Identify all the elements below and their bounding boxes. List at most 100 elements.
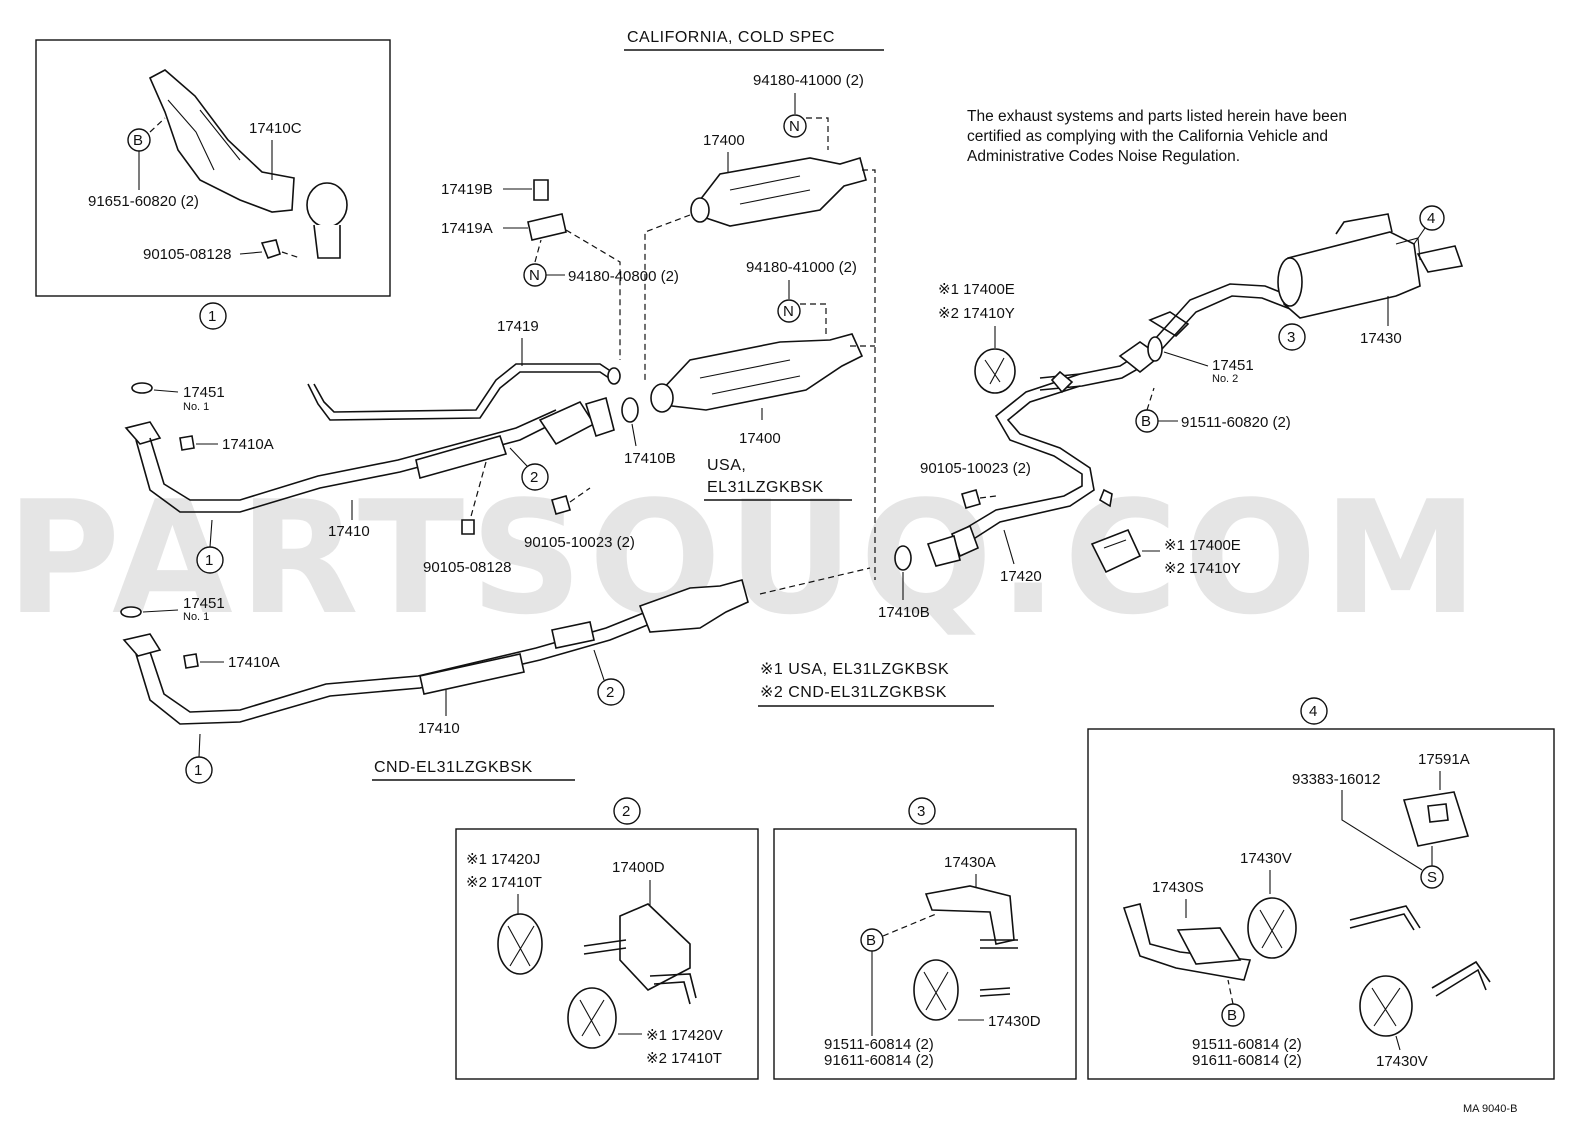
clamp-ring-shape — [306, 182, 348, 259]
label-94180-40800: 94180-40800 (2) — [568, 268, 679, 285]
callout-2-upper-circle — [521, 463, 549, 491]
callout-1-upper: 1 — [205, 552, 213, 569]
label-17430a: 17430A — [944, 854, 996, 871]
legend-line-2: ※2 CND-EL31LZGKBSK — [760, 684, 947, 701]
label-90105-10023-a: 90105-10023 (2) — [524, 534, 635, 551]
bolt-90105-08128-shape — [461, 519, 475, 535]
symbol-b-box3: B — [866, 932, 876, 949]
label-17591a: 17591A — [1418, 751, 1470, 768]
label-90105-08128-b: 90105-08128 — [423, 559, 511, 576]
label-91511-60814-b: 91511-60814 (2) — [1192, 1036, 1302, 1053]
clamp-17419a-shape — [527, 213, 567, 241]
label-17400d: 17400D — [612, 859, 665, 876]
callout-4-box: 4 — [1309, 703, 1317, 720]
callout-3-box-circle — [908, 797, 936, 825]
u-bolt-17419b-shape — [533, 179, 549, 201]
header-usa-code: EL31LZGKBSK — [707, 479, 824, 496]
muffler-17430-shape — [1148, 213, 1464, 338]
label-17419b: 17419B — [441, 181, 493, 198]
hanger-cushion-17430v-upper-shape — [1247, 897, 1297, 959]
hanger-cushion-17420v-shape — [567, 987, 617, 1049]
label-17430d: 17430D — [988, 1013, 1041, 1030]
symbol-n-b: N — [789, 118, 800, 135]
callout-1-lower: 1 — [194, 762, 202, 779]
nut-17410a-lower-shape — [183, 653, 199, 669]
rod-shape — [1349, 905, 1421, 931]
label-17420v: ※1 17420V — [646, 1027, 723, 1044]
hanger-cushion-17430v-lower-shape — [1359, 975, 1413, 1037]
label-91511-60820: 91511-60820 (2) — [1181, 414, 1291, 431]
note-line-2: certified as complying with the Californ… — [967, 128, 1328, 145]
symbol-n-circle-b — [783, 114, 807, 138]
callout-2-box: 2 — [622, 803, 630, 820]
bolt-90105-10023-upper-shape — [551, 495, 571, 515]
label-93383-16012: 93383-16012 — [1292, 771, 1380, 788]
gasket-17410b-lower-shape — [894, 545, 912, 571]
footer-code: MA 9040-B — [1463, 1103, 1517, 1115]
bracket-17430a-shape — [924, 885, 1018, 949]
header-usa: USA, — [707, 457, 746, 474]
label-17410b-a: 17410B — [624, 450, 676, 467]
label-17410a-a: 17410A — [222, 436, 274, 453]
label-17410y-a: ※2 17410Y — [938, 305, 1015, 322]
symbol-s: S — [1427, 869, 1437, 886]
label-17410t-b: ※2 17410T — [646, 1050, 722, 1067]
symbol-b-right: B — [1141, 413, 1151, 430]
symbol-n-c: N — [783, 303, 794, 320]
label-17419: 17419 — [497, 318, 539, 335]
label-17451-b: 17451 — [183, 595, 225, 612]
center-pipe-17420-shape — [926, 283, 1301, 567]
gasket-17451-no2-shape — [1147, 336, 1163, 362]
label-91611-60814-b: 91611-60814 (2) — [1192, 1052, 1302, 1069]
stopper-17591a-shape — [1402, 791, 1470, 847]
callout-4-upper: 4 — [1427, 210, 1435, 227]
callout-1-box: 1 — [208, 308, 216, 325]
nut-17410a-upper-shape — [179, 435, 195, 451]
mount-17400e-upper-shape — [974, 348, 1016, 394]
legend-line-1: ※1 USA, EL31LZGKBSK — [760, 661, 949, 678]
note-line-3: Administrative Codes Noise Regulation. — [967, 148, 1240, 165]
detail-box-2 — [455, 828, 759, 1080]
callout-4-upper-circle — [1419, 205, 1445, 231]
symbol-n-a: N — [529, 267, 540, 284]
header-california: CALIFORNIA, COLD SPEC — [627, 29, 835, 46]
bolt-90105-10023-right-shape — [961, 489, 981, 509]
bracket-17410c-shape — [148, 69, 295, 213]
label-91611-60814-a: 91611-60814 (2) — [824, 1052, 934, 1069]
bolt-shape-box1 — [260, 239, 301, 259]
catalytic-converter-lower-shape — [650, 333, 864, 413]
label-17419a: 17419A — [441, 220, 493, 237]
symbol-n-circle-c — [777, 299, 801, 323]
note-line-1: The exhaust systems and parts listed her… — [967, 108, 1347, 125]
label-no1-a: No. 1 — [183, 401, 209, 413]
detail-box-3 — [773, 828, 1077, 1080]
bracket-17400d-shape — [583, 903, 697, 1005]
callout-4-box-circle — [1300, 697, 1328, 725]
callout-3-box: 3 — [917, 803, 925, 820]
label-91511-60814-a: 91511-60814 (2) — [824, 1036, 934, 1053]
gasket-17410b-upper-shape — [621, 397, 639, 423]
label-91651-60820: 91651-60820 (2) — [88, 193, 199, 210]
label-17410-a: 17410 — [328, 523, 370, 540]
hanger-cushion-17430d-shape — [913, 959, 1011, 1021]
label-17451-a: 17451 — [183, 384, 225, 401]
label-94180-41000-a: 94180-41000 (2) — [753, 72, 864, 89]
label-17410-b: 17410 — [418, 720, 460, 737]
label-17410y-b: ※2 17410Y — [1164, 560, 1241, 577]
front-pipe-upper-shape — [124, 382, 615, 513]
bracket-17430s-shape — [1122, 903, 1252, 981]
callout-3-upper: 3 — [1287, 329, 1295, 346]
label-no2: No. 2 — [1212, 373, 1238, 385]
label-no1-b: No. 1 — [183, 611, 209, 623]
detail-box-4 — [1087, 728, 1555, 1080]
label-17400e-a: ※1 17400E — [938, 281, 1015, 298]
catalytic-converter-upper-shape — [690, 156, 867, 227]
tail-pipe-17419-shape — [307, 363, 621, 421]
callout-2-box-circle — [613, 797, 641, 825]
label-17451-c: 17451 — [1212, 357, 1254, 374]
callout-2-lower: 2 — [606, 684, 614, 701]
mount-17400e-lower-shape — [1090, 528, 1142, 574]
hook-rod-shape — [1431, 960, 1491, 997]
label-17400e-b: ※1 17400E — [1164, 537, 1241, 554]
label-17430v-b: 17430V — [1376, 1053, 1428, 1070]
